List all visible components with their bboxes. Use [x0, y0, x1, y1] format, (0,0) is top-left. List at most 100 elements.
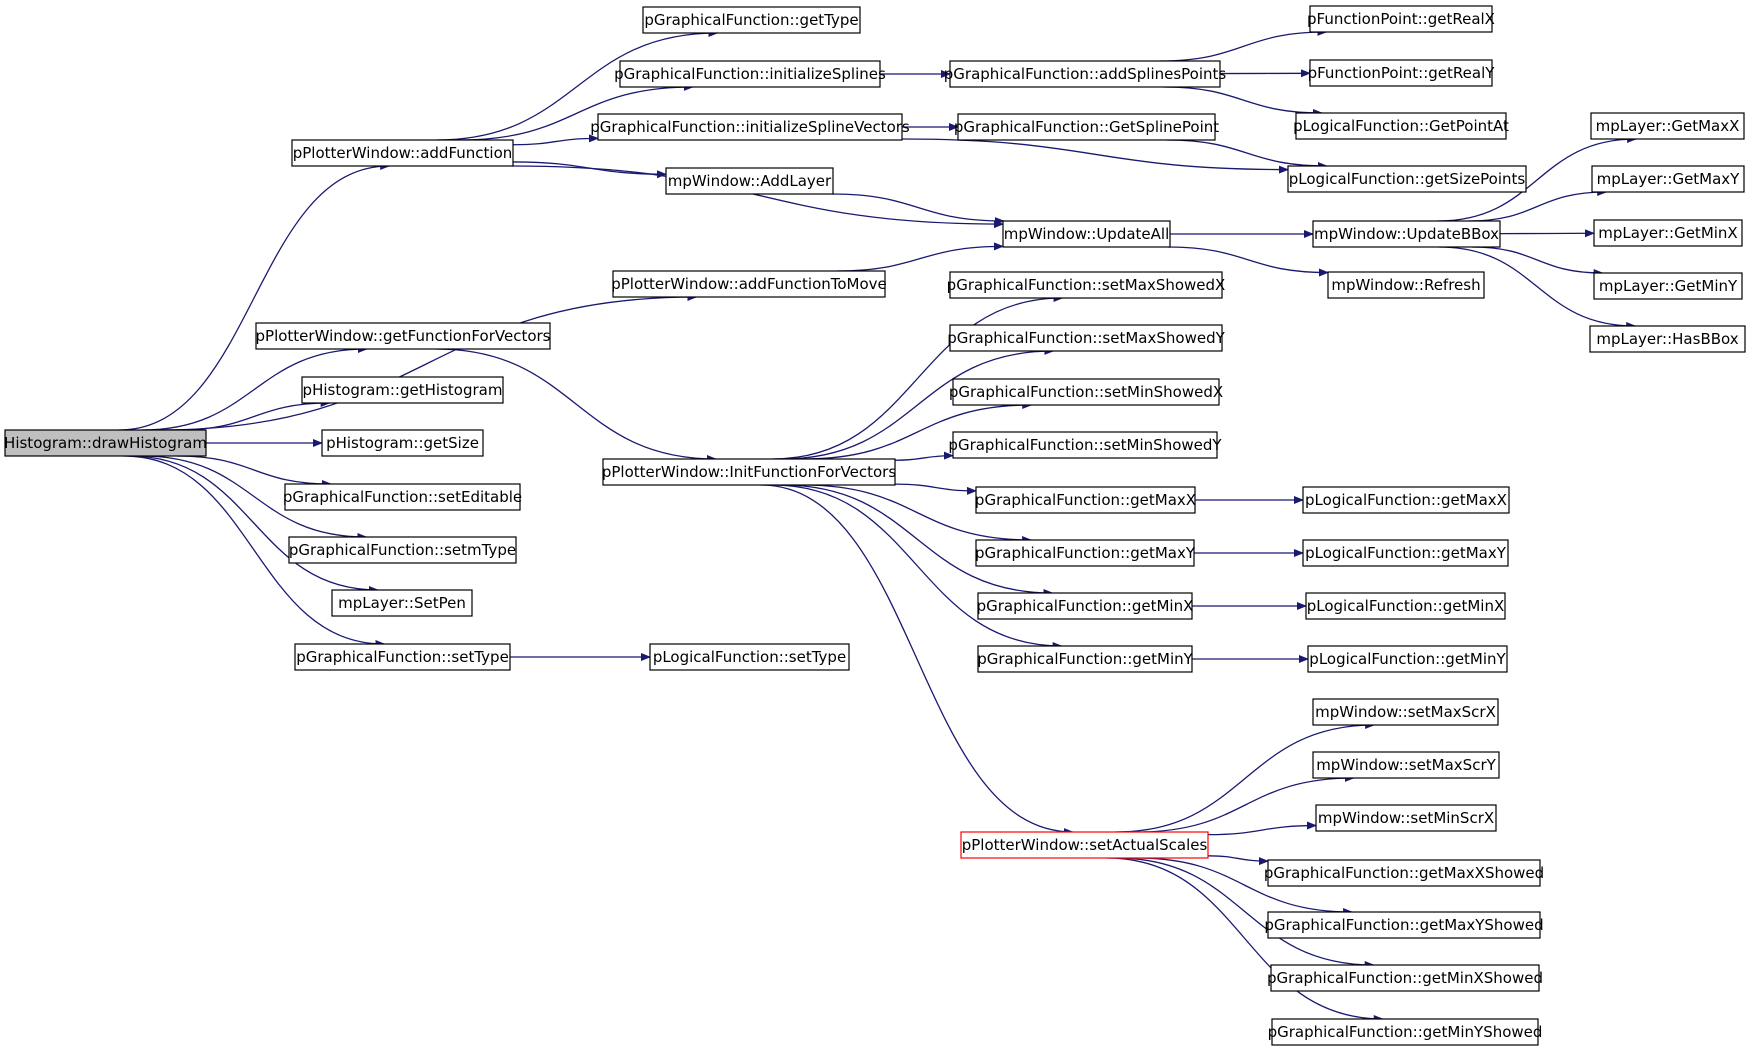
node-mpwindow-updateall[interactable]: mpWindow::UpdateAll: [1002, 220, 1171, 248]
node-box: [1312, 220, 1501, 248]
node-plogicalfunction-getsizepoints[interactable]: pLogicalFunction::getSizePoints: [1287, 165, 1527, 193]
node-label: pFunctionPoint::getRealX: [1307, 10, 1495, 28]
node-pgraphicalfunction-gettype[interactable]: pGraphicalFunction::getType: [642, 6, 861, 34]
node-box: [1309, 59, 1493, 87]
call-edge-setactualscales-to-getmaxxshowed: [1207, 855, 1269, 866]
node-pgraphicalfunction-getsplinepoint[interactable]: pGraphicalFunction::GetSplinePoint: [954, 113, 1219, 141]
call-edge-root-to-addfunctiontomove: [158, 293, 698, 431]
node-box: [665, 167, 834, 195]
node-mpwindow-setmaxscry[interactable]: mpWindow::setMaxScrY: [1312, 751, 1500, 779]
call-edge-initfunctionforvectors-to-gfgetmaxx: [894, 483, 977, 495]
node-pgraphicalfunction-getminx[interactable]: pGraphicalFunction::getMinX: [977, 592, 1194, 620]
call-edge-addfunction-to-updateall: [512, 165, 1004, 229]
node-phistogram-getsize[interactable]: pHistogram::getSize: [321, 429, 484, 457]
node-pgraphicalfunction-setmaxshowedy[interactable]: pGraphicalFunction::setMaxShowedY: [947, 324, 1226, 352]
node-label: pLogicalFunction::getMinY: [1309, 650, 1506, 668]
node-pgraphicalfunction-initializesplines[interactable]: pGraphicalFunction::initializeSplines: [614, 60, 886, 88]
call-edge-root-to-seteditable: [176, 455, 332, 488]
node-pplotterwindow-addfunctiontomove[interactable]: pPlotterWindow::addFunctionToMove: [611, 270, 887, 298]
node-box: [602, 458, 896, 486]
call-edge-root-to-addfunction: [118, 162, 391, 431]
node-label: mpLayer::GetMaxY: [1597, 170, 1741, 188]
node-pgraphicalfunction-addsplinespoints[interactable]: pGraphicalFunction::addSplinesPoints: [944, 60, 1227, 88]
node-mplayer-getmaxx[interactable]: mpLayer::GetMaxX: [1590, 112, 1745, 140]
node-pgraphicalfunction-getmaxy[interactable]: pGraphicalFunction::getMaxY: [975, 539, 1196, 567]
node-label: pLogicalFunction::getMaxY: [1305, 544, 1507, 562]
node-plogicalfunction-getminy[interactable]: pLogicalFunction::getMinY: [1307, 645, 1508, 673]
call-edge-updatebbox-to-layergetmaxx: [1437, 135, 1638, 222]
node-pgraphicalfunction-getminxshowed[interactable]: pGraphicalFunction::getMinXShowed: [1267, 964, 1543, 992]
node-box: [949, 60, 1221, 88]
node-mplayer-setpen[interactable]: mpLayer::SetPen: [331, 589, 473, 617]
node-pgraphicalfunction-getminy[interactable]: pGraphicalFunction::getMinY: [977, 645, 1194, 673]
node-mpwindow-refresh[interactable]: mpWindow::Refresh: [1327, 271, 1485, 299]
call-edge-getsplinepoint-to-lfgetsizepoints: [1166, 139, 1328, 170]
node-pgraphicalfunction-settype[interactable]: pGraphicalFunction::setType: [294, 643, 511, 671]
node-pgraphicalfunction-getminyshowed[interactable]: pGraphicalFunction::getMinYShowed: [1268, 1018, 1543, 1046]
call-edge-addlayer-to-updateall: [832, 193, 1005, 225]
node-label: pFunctionPoint::getRealY: [1308, 64, 1496, 82]
node-mplayer-hasbbox[interactable]: mpLayer::HasBBox: [1589, 325, 1746, 353]
node-plogicalfunction-getmaxy[interactable]: pLogicalFunction::getMaxY: [1302, 539, 1509, 567]
node-pgraphicalfunction-seteditable[interactable]: pGraphicalFunction::setEditable: [283, 483, 522, 511]
node-box: [952, 431, 1218, 459]
node-box: [952, 378, 1220, 406]
node-pgraphicalfunction-getmaxx[interactable]: pGraphicalFunction::getMaxX: [975, 486, 1196, 514]
node-box: [649, 643, 850, 671]
node-label: pPlotterWindow::setActualScales: [962, 836, 1208, 854]
call-edge-setactualscales-to-setmaxscry: [1136, 774, 1355, 833]
node-label: mpLayer::GetMaxX: [1596, 117, 1740, 135]
node-label: pGraphicalFunction::setMinShowedY: [948, 436, 1222, 454]
node-pplotterwindow-setactualscales[interactable]: pPlotterWindow::setActualScales: [960, 831, 1209, 859]
node-mpwindow-addlayer[interactable]: mpWindow::AddLayer: [665, 167, 834, 195]
node-pgraphicalfunction-setmtype[interactable]: pGraphicalFunction::setmType: [288, 536, 517, 564]
node-pgraphicalfunction-setminshowedy[interactable]: pGraphicalFunction::setMinShowedY: [948, 431, 1222, 459]
node-label: mpWindow::Refresh: [1331, 276, 1480, 294]
node-box: [1267, 911, 1541, 939]
call-edge-updateall-to-refresh: [1167, 246, 1329, 277]
node-phistogram-gethistogram[interactable]: pHistogram::getHistogram: [301, 376, 504, 404]
call-edge-initfunctionforvectors-to-gfgetminy: [772, 484, 1063, 650]
node-histogram-drawhistogram[interactable]: Histogram::drawHistogram: [4, 429, 207, 457]
node-mpwindow-setmaxscrx[interactable]: mpWindow::setMaxScrX: [1312, 698, 1499, 726]
node-label: pGraphicalFunction::GetSplinePoint: [954, 118, 1219, 136]
node-pplotterwindow-initfunctionforvectors[interactable]: pPlotterWindow::InitFunctionForVectors: [602, 458, 897, 486]
node-box: [977, 592, 1193, 620]
node-mpwindow-updatebbox[interactable]: mpWindow::UpdateBBox: [1312, 220, 1501, 248]
node-mplayer-getmaxy[interactable]: mpLayer::GetMaxY: [1591, 165, 1745, 193]
node-pfunctionpoint-getrealx[interactable]: pFunctionPoint::getRealX: [1307, 5, 1495, 33]
node-pgraphicalfunction-setmaxshowedx[interactable]: pGraphicalFunction::setMaxShowedX: [947, 271, 1226, 299]
call-edge-addsplinespoints-to-fpgetrealx: [1159, 28, 1328, 62]
node-pgraphicalfunction-getmaxxshowed[interactable]: pGraphicalFunction::getMaxXShowed: [1264, 859, 1544, 887]
node-plogicalfunction-getmaxx[interactable]: pLogicalFunction::getMaxX: [1302, 486, 1510, 514]
node-label: mpWindow::setMinScrX: [1318, 809, 1494, 827]
call-edge-root-to-getfunctionforvectors: [141, 345, 368, 431]
node-box: [301, 376, 504, 404]
node-box: [1295, 112, 1507, 140]
node-pfunctionpoint-getrealy[interactable]: pFunctionPoint::getRealY: [1308, 59, 1496, 87]
node-label: pLogicalFunction::GetPointAt: [1293, 117, 1509, 135]
node-box: [1593, 219, 1743, 247]
node-box: [949, 271, 1223, 299]
node-box: [255, 322, 551, 350]
node-box: [284, 483, 521, 511]
node-mplayer-getminx[interactable]: mpLayer::GetMinX: [1593, 219, 1743, 247]
call-edge-initfunctionforvectors-to-setmaxshowedx: [772, 294, 1064, 460]
node-pgraphicalfunction-setminshowedx[interactable]: pGraphicalFunction::setMinShowedX: [949, 378, 1223, 406]
node-pgraphicalfunction-getmaxyshowed[interactable]: pGraphicalFunction::getMaxYShowed: [1264, 911, 1544, 939]
node-label: mpWindow::setMaxScrY: [1316, 756, 1496, 774]
node-pgraphicalfunction-initializesplinevectors[interactable]: pGraphicalFunction::initializeSplineVect…: [590, 113, 910, 141]
node-mpwindow-setminscrx[interactable]: mpWindow::setMinScrX: [1315, 804, 1497, 832]
call-edge-setactualscales-to-getminyshowed: [1106, 857, 1384, 1023]
call-edge-addfunction-to-initsplinevectors: [512, 134, 599, 146]
node-pplotterwindow-getfunctionforvectors[interactable]: pPlotterWindow::getFunctionForVectors: [255, 322, 551, 350]
node-label: pLogicalFunction::getSizePoints: [1289, 170, 1526, 188]
node-mplayer-getminy[interactable]: mpLayer::GetMinY: [1593, 272, 1743, 300]
call-edge-setactualscales-to-setminscrx: [1207, 821, 1317, 836]
node-box: [1591, 165, 1745, 193]
node-plogicalfunction-getminx[interactable]: pLogicalFunction::getMinX: [1305, 592, 1506, 620]
node-pplotterwindow-addfunction[interactable]: pPlotterWindow::addFunction: [291, 139, 514, 167]
node-plogicalfunction-getpointat[interactable]: pLogicalFunction::GetPointAt: [1293, 112, 1509, 140]
node-label: pHistogram::getSize: [326, 434, 479, 452]
node-plogicalfunction-settype[interactable]: pLogicalFunction::setType: [649, 643, 850, 671]
